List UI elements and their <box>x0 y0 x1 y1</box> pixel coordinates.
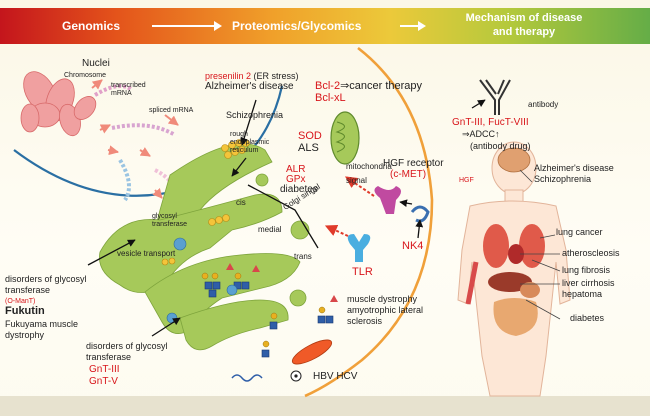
label-disorders-1b: transferase <box>5 285 51 295</box>
label-antibody: antibody <box>528 100 559 109</box>
label-sod: SOD <box>298 130 322 142</box>
bacterium <box>291 339 333 365</box>
label-rer-2: endoplasmic <box>230 139 270 146</box>
label-schizophrenia: Schizophrenia <box>226 110 284 120</box>
label-cis: cis <box>236 198 246 207</box>
label-transcribed-1: transcribed <box>111 82 146 89</box>
label-rer-1: rough <box>230 131 248 138</box>
mitochondrion <box>330 111 360 165</box>
label-mitochondria: mitochondria <box>346 162 392 171</box>
glycan-chains <box>204 281 334 358</box>
banner-arrow-1 <box>152 25 216 27</box>
glycan-sugars <box>201 272 326 348</box>
mrna-arrows <box>91 79 179 199</box>
hgf-receptor <box>374 186 401 214</box>
banner-mechanism-line2: and therapy <box>492 26 556 38</box>
pointer-arrows <box>87 99 486 337</box>
label-trans: trans <box>294 252 312 261</box>
glycoprotein-chain <box>231 374 263 382</box>
intestines <box>493 298 538 336</box>
label-bclxl: Bcl-xL <box>315 92 346 104</box>
label-cmet: (c-MET) <box>390 169 427 180</box>
label-omant: (O-ManT) <box>5 298 36 305</box>
label-nk4: NK4 <box>402 240 424 252</box>
label-gnt5: GnT-V <box>89 376 118 387</box>
label-alzheimers: Alzheimer's disease <box>205 81 294 92</box>
label-spliced-mrna: spliced mRNA <box>149 107 194 114</box>
glycan-sialic <box>226 263 338 302</box>
label-atherosclerosis: atheroscleosis <box>562 248 620 258</box>
banner-arrowhead-2 <box>418 21 426 31</box>
label-muscle-3: sclerosis <box>347 316 383 326</box>
label-diabetes-cell: diabetes <box>280 184 318 195</box>
label-disorders-1a: disorders of glycosyl <box>5 274 87 284</box>
label-fukuyama-2: dystrophy <box>5 330 45 340</box>
bottom-strip <box>0 396 650 416</box>
label-als: ALS <box>298 142 319 154</box>
label-muscle-1: muscle dystrophy <box>347 294 418 304</box>
label-transcribed-2: mRNA <box>111 90 132 97</box>
label-brain-2: Schizophrenia <box>534 174 592 184</box>
label-glycosyl-1: glycosyl <box>152 213 177 220</box>
banner-mechanism-line1: Mechanism of disease <box>465 12 583 24</box>
signal-arrows <box>324 176 375 237</box>
header-banner <box>0 8 650 44</box>
label-lung-cancer: lung cancer <box>556 227 603 237</box>
label-tlr: TLR <box>352 266 373 278</box>
label-adcc: ⇒ADCC↑ <box>462 129 500 139</box>
label-body-diabetes: diabetes <box>570 313 605 323</box>
label-alr: ALR <box>286 164 306 175</box>
label-vesicle-transport: vesicle transport <box>117 249 176 258</box>
label-fukutin: Fukutin <box>5 305 45 317</box>
label-hgf: HGF <box>459 177 474 184</box>
label-antibody-drug: (antibody drug) <box>470 141 531 151</box>
mrna-strands <box>93 84 182 202</box>
banner-arrow-2 <box>400 25 420 27</box>
chromosome <box>20 71 97 137</box>
body-pointer-lines <box>519 169 561 320</box>
cell-membrane <box>304 46 434 398</box>
lungs <box>483 224 509 268</box>
golgi-stacks <box>99 143 310 351</box>
label-hgf-receptor: HGF receptor <box>383 158 444 169</box>
nk4 <box>410 205 430 223</box>
vesicles <box>166 237 238 324</box>
banner-genomics: Genomics <box>62 19 121 33</box>
organs <box>465 147 545 336</box>
virus <box>290 370 302 382</box>
label-glycosyl-2: transferase <box>152 221 188 228</box>
label-disorders-2a: disorders of glycosyl <box>86 341 168 351</box>
label-gnt3: GnT-III <box>89 364 120 375</box>
antibody-molecule <box>479 79 511 115</box>
label-medial: medial <box>258 225 282 234</box>
label-brain-1: Alzheimer's disease <box>534 163 614 173</box>
banner-proteomics: Proteomics/Glycomics <box>232 19 362 33</box>
label-gpx: GPx <box>286 174 306 185</box>
label-disorders-2b: transferase <box>86 352 132 362</box>
label-fukuyama-1: Fukuyama muscle <box>5 319 79 329</box>
label-muscle-2: amyotrophic lateral <box>347 305 424 315</box>
label-gnt-fuct: GnT-III, FucT-VIII <box>452 117 529 128</box>
label-nuclei: Nuclei <box>82 58 110 69</box>
label-hbv-hcv: HBV HCV <box>313 371 358 382</box>
brain <box>497 147 531 173</box>
label-liver-1: liver cirrhosis <box>562 278 615 288</box>
label-presenilin: presenilin 2 (ER stress) <box>205 71 299 81</box>
label-liver-2: hepatoma <box>562 289 603 299</box>
label-rer-3: reticulum <box>230 147 259 154</box>
label-bcl2: Bcl-2⇒cancer therapy <box>315 80 423 92</box>
label-chromosome: Chromosome <box>64 72 107 79</box>
stomach <box>520 282 540 298</box>
banner-arrowhead-1 <box>214 21 222 31</box>
label-lung-fibrosis: lung fibrosis <box>562 265 611 275</box>
label-signal: signal <box>346 176 367 185</box>
heart <box>508 244 524 264</box>
tlr <box>347 234 371 262</box>
